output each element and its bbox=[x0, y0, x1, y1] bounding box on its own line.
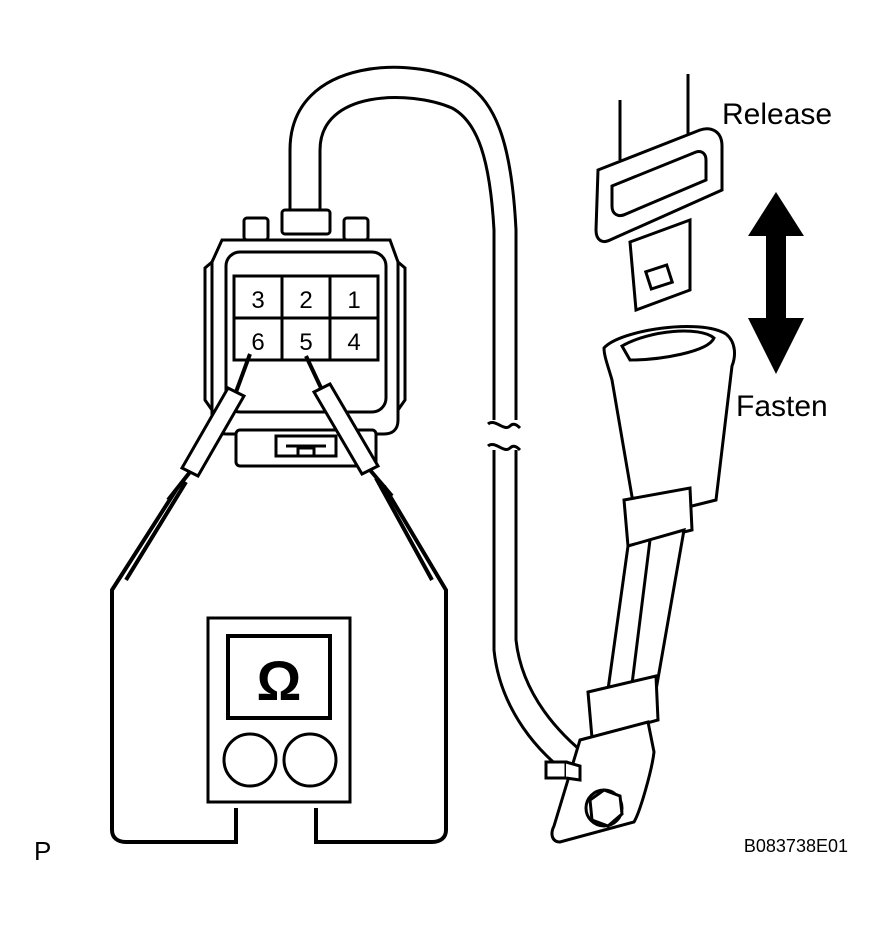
release-label: Release bbox=[722, 98, 832, 131]
pin-6-label: 6 bbox=[251, 329, 264, 356]
ohm-symbol: Ω bbox=[257, 649, 302, 712]
pin-3-label: 3 bbox=[251, 287, 264, 314]
pin-4-label: 4 bbox=[347, 329, 360, 356]
double-arrow-up-down-icon bbox=[748, 192, 804, 374]
buckle bbox=[544, 325, 736, 844]
figure-code: B083738E01 bbox=[744, 836, 848, 856]
terminal-grid bbox=[232, 274, 380, 362]
pin-2-label: 2 bbox=[299, 287, 312, 314]
ohmmeter bbox=[206, 616, 352, 804]
belt-tongue bbox=[594, 74, 724, 313]
corner-mark: P bbox=[34, 836, 51, 866]
fasten-label: Fasten bbox=[736, 390, 828, 423]
meter-leads bbox=[110, 477, 448, 844]
pin-5-label: 5 bbox=[299, 329, 312, 356]
pin-1-label: 1 bbox=[347, 287, 360, 314]
